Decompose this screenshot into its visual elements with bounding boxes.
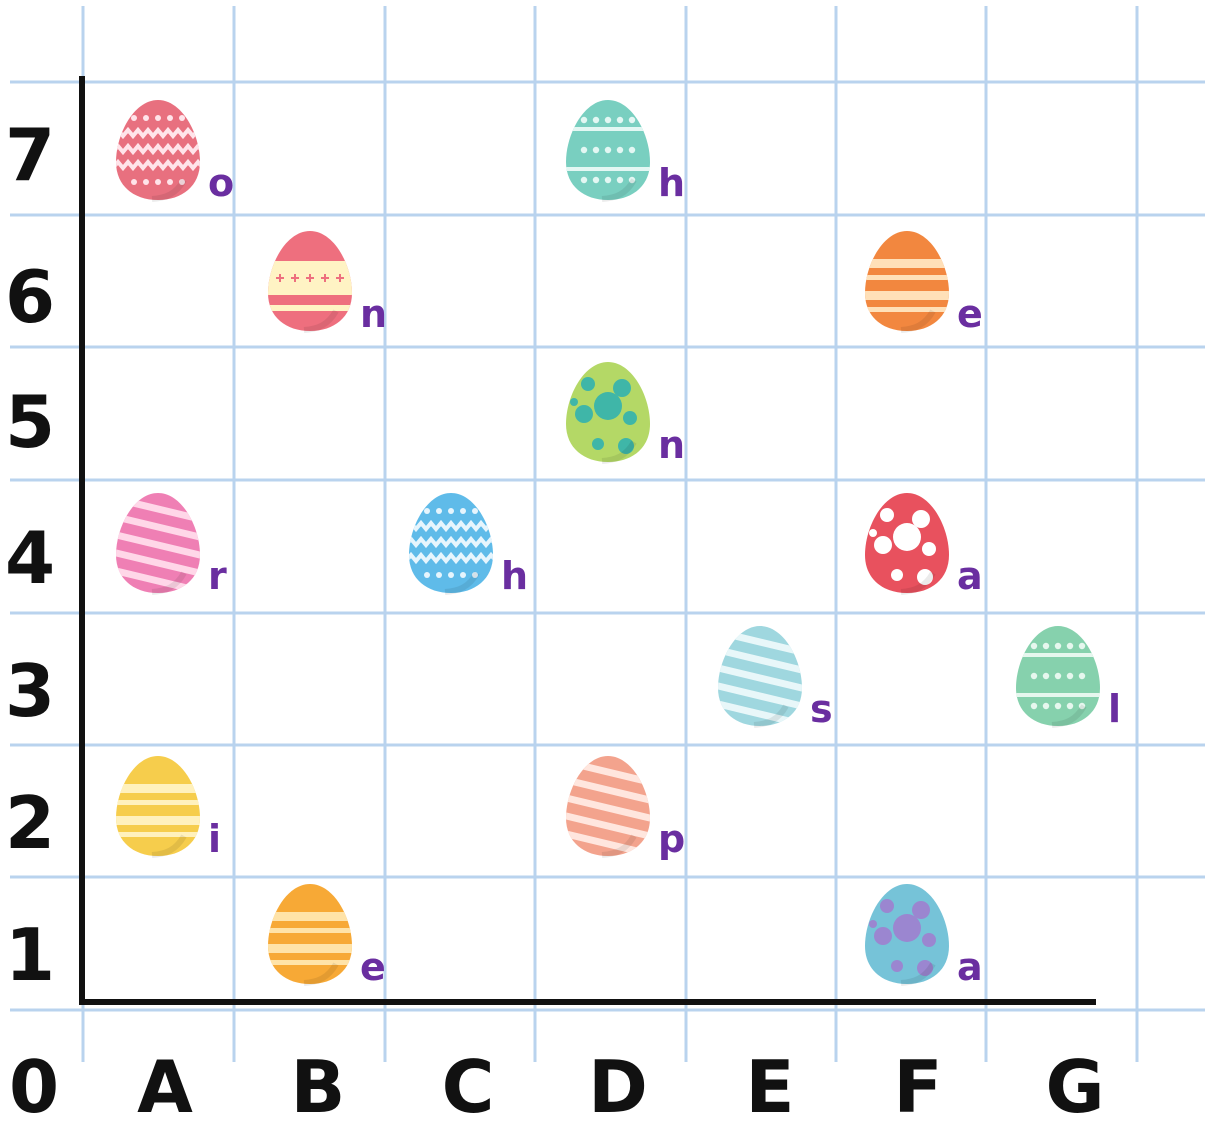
egg-letter: e <box>360 945 386 989</box>
egg-f1: a <box>865 884 983 989</box>
egg-c4: h <box>406 493 528 598</box>
row-label-3: 3 <box>5 649 55 733</box>
origin-label: 0 <box>9 1045 59 1122</box>
egg-letter: p <box>658 817 685 861</box>
egg-b6: n <box>265 231 387 336</box>
egg-letter: l <box>1108 687 1121 731</box>
egg-letter: s <box>810 687 833 731</box>
egg-f6: e <box>862 231 983 336</box>
egg-d2: p <box>558 756 685 861</box>
egg-e3: s <box>710 626 833 731</box>
eggs-layer: o h n e n r h a s l i p e a <box>108 100 1121 989</box>
egg-shape <box>268 884 352 984</box>
column-label-g: G <box>1045 1045 1104 1122</box>
column-label-d: D <box>588 1045 648 1122</box>
egg-d5: n <box>566 362 685 467</box>
egg-letter: e <box>957 292 983 336</box>
egg-letter: n <box>360 292 387 336</box>
egg-letter: i <box>208 817 221 861</box>
row-label-1: 1 <box>5 913 55 997</box>
row-label-4: 4 <box>5 516 55 600</box>
egg-letter: r <box>208 554 227 598</box>
egg-a7: o <box>113 100 234 205</box>
column-label-c: C <box>442 1045 495 1122</box>
egg-letter: a <box>957 554 983 598</box>
egg-letter: h <box>658 161 685 205</box>
egg-a2: i <box>113 756 221 861</box>
egg-shape <box>116 756 200 856</box>
column-label-e: E <box>745 1045 794 1122</box>
egg-f4: a <box>865 493 983 598</box>
egg-g3: l <box>1013 626 1121 731</box>
column-label-b: B <box>291 1045 346 1122</box>
egg-b1: e <box>265 884 386 989</box>
egg-letter: a <box>957 945 983 989</box>
egg-a4: r <box>108 493 227 598</box>
egg-d7: h <box>563 100 685 205</box>
egg-letter: o <box>208 161 234 205</box>
egg-letter: h <box>501 554 528 598</box>
egg-letter: n <box>658 423 685 467</box>
egg-shape <box>865 231 949 331</box>
column-label-f: F <box>893 1045 942 1122</box>
row-label-7: 7 <box>5 113 55 197</box>
column-label-a: A <box>137 1045 193 1122</box>
row-label-2: 2 <box>5 781 55 865</box>
row-label-5: 5 <box>5 380 55 464</box>
row-label-6: 6 <box>5 255 55 339</box>
